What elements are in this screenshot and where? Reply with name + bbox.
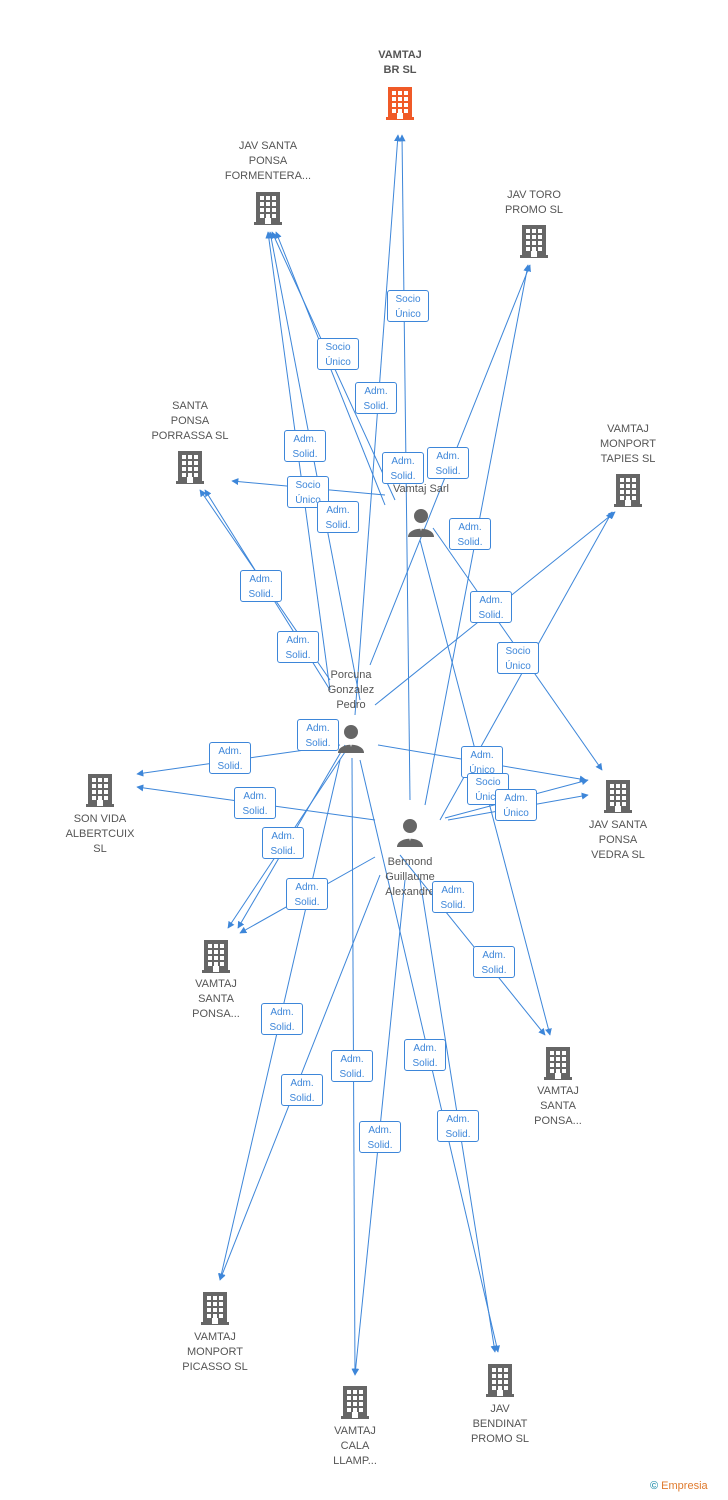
- edge-label[interactable]: Adm. Solid.: [209, 742, 251, 774]
- edge-label[interactable]: Adm. Solid.: [277, 631, 319, 663]
- edge-label[interactable]: Adm. Solid.: [240, 570, 282, 602]
- company-label-bendinat[interactable]: JAV BENDINAT PROMO SL: [470, 1403, 530, 1445]
- company-label-porrassa[interactable]: SANTA PONSA PORRASSA SL: [151, 400, 229, 442]
- edge-label[interactable]: Socio Único: [317, 338, 359, 370]
- edge-label[interactable]: Adm. Solid.: [317, 501, 359, 533]
- person-icon[interactable]: [406, 507, 436, 537]
- building-icon[interactable]: [199, 1290, 231, 1326]
- edge-label[interactable]: Adm. Único: [495, 789, 537, 821]
- building-icon[interactable]: [602, 778, 634, 814]
- edge-label[interactable]: Adm. Solid.: [355, 382, 397, 414]
- edge-label[interactable]: Adm. Solid.: [359, 1121, 401, 1153]
- edge-label[interactable]: Adm. Solid.: [404, 1039, 446, 1071]
- edge-label[interactable]: Adm. Solid.: [286, 878, 328, 910]
- footer-brand[interactable]: © Empresia: [650, 1480, 708, 1492]
- edge-label[interactable]: Adm. Solid.: [281, 1074, 323, 1106]
- company-label-monport_tapies[interactable]: VAMTAJ MONPORT TAPIES SL: [599, 423, 657, 465]
- edge-label[interactable]: Adm. Solid.: [262, 827, 304, 859]
- edge-label[interactable]: Adm. Único: [461, 746, 503, 778]
- building-icon[interactable]: [174, 449, 206, 485]
- edge-label[interactable]: Socio Único: [387, 290, 429, 322]
- company-label-vamtaj_sp2[interactable]: VAMTAJ SANTA PONSA...: [534, 1085, 582, 1127]
- edge-label[interactable]: Adm. Solid.: [297, 719, 339, 751]
- building-icon[interactable]: [200, 938, 232, 974]
- building-icon[interactable]: [612, 472, 644, 508]
- edge-label[interactable]: Adm. Solid.: [449, 518, 491, 550]
- company-label-vamtaj_sp1[interactable]: VAMTAJ SANTA PONSA...: [192, 978, 240, 1020]
- person-label-porcuna[interactable]: Porcuna Gonzalez Pedro: [327, 669, 375, 711]
- building-icon[interactable]: [84, 772, 116, 808]
- edge-label[interactable]: Adm. Solid.: [437, 1110, 479, 1142]
- person-label-bermond[interactable]: Bermond Guillaume Alexandre: [385, 856, 435, 898]
- building-icon[interactable]: [542, 1045, 574, 1081]
- edge-label[interactable]: Adm. Solid.: [331, 1050, 373, 1082]
- edge-label[interactable]: Socio Único: [497, 642, 539, 674]
- company-label-jav_formentera[interactable]: JAV SANTA PONSA FORMENTERA...: [224, 140, 312, 182]
- edge-label[interactable]: Adm. Solid.: [427, 447, 469, 479]
- person-icon[interactable]: [336, 723, 366, 753]
- company-label-vamtaj_br[interactable]: VAMTAJ BR SL: [378, 49, 422, 76]
- building-icon[interactable]: [252, 190, 284, 226]
- building-icon[interactable]: [384, 85, 416, 121]
- building-icon[interactable]: [339, 1384, 371, 1420]
- company-label-monport_picasso[interactable]: VAMTAJ MONPORT PICASSO SL: [182, 1331, 248, 1373]
- edge-label[interactable]: Adm. Solid.: [473, 946, 515, 978]
- company-label-cala_llamp[interactable]: VAMTAJ CALA LLAMP...: [333, 1425, 377, 1467]
- edge-label[interactable]: Adm. Solid.: [234, 787, 276, 819]
- edge-line: [267, 231, 361, 701]
- company-label-jav_toro[interactable]: JAV TORO PROMO SL: [504, 189, 564, 216]
- company-label-jav_vedra[interactable]: JAV SANTA PONSA VEDRA SL: [588, 819, 648, 861]
- edge-label[interactable]: Adm. Solid.: [470, 591, 512, 623]
- edge-line: [399, 854, 546, 1036]
- building-icon[interactable]: [518, 223, 550, 259]
- person-icon[interactable]: [395, 817, 425, 847]
- brand-name: Empresia: [661, 1480, 708, 1492]
- company-label-son_vida[interactable]: SON VIDA ALBERTCUIX SL: [65, 813, 135, 855]
- edge-label[interactable]: Adm. Solid.: [382, 452, 424, 484]
- edge-label[interactable]: Adm. Solid.: [432, 881, 474, 913]
- copyright-symbol: ©: [650, 1480, 659, 1492]
- edge-label[interactable]: Adm. Solid.: [284, 430, 326, 462]
- edge-label[interactable]: Adm. Solid.: [261, 1003, 303, 1035]
- edge-line: [354, 134, 402, 716]
- person-label-vamtaj_sarl[interactable]: Vamtaj Sarl: [392, 483, 450, 495]
- building-icon[interactable]: [484, 1362, 516, 1398]
